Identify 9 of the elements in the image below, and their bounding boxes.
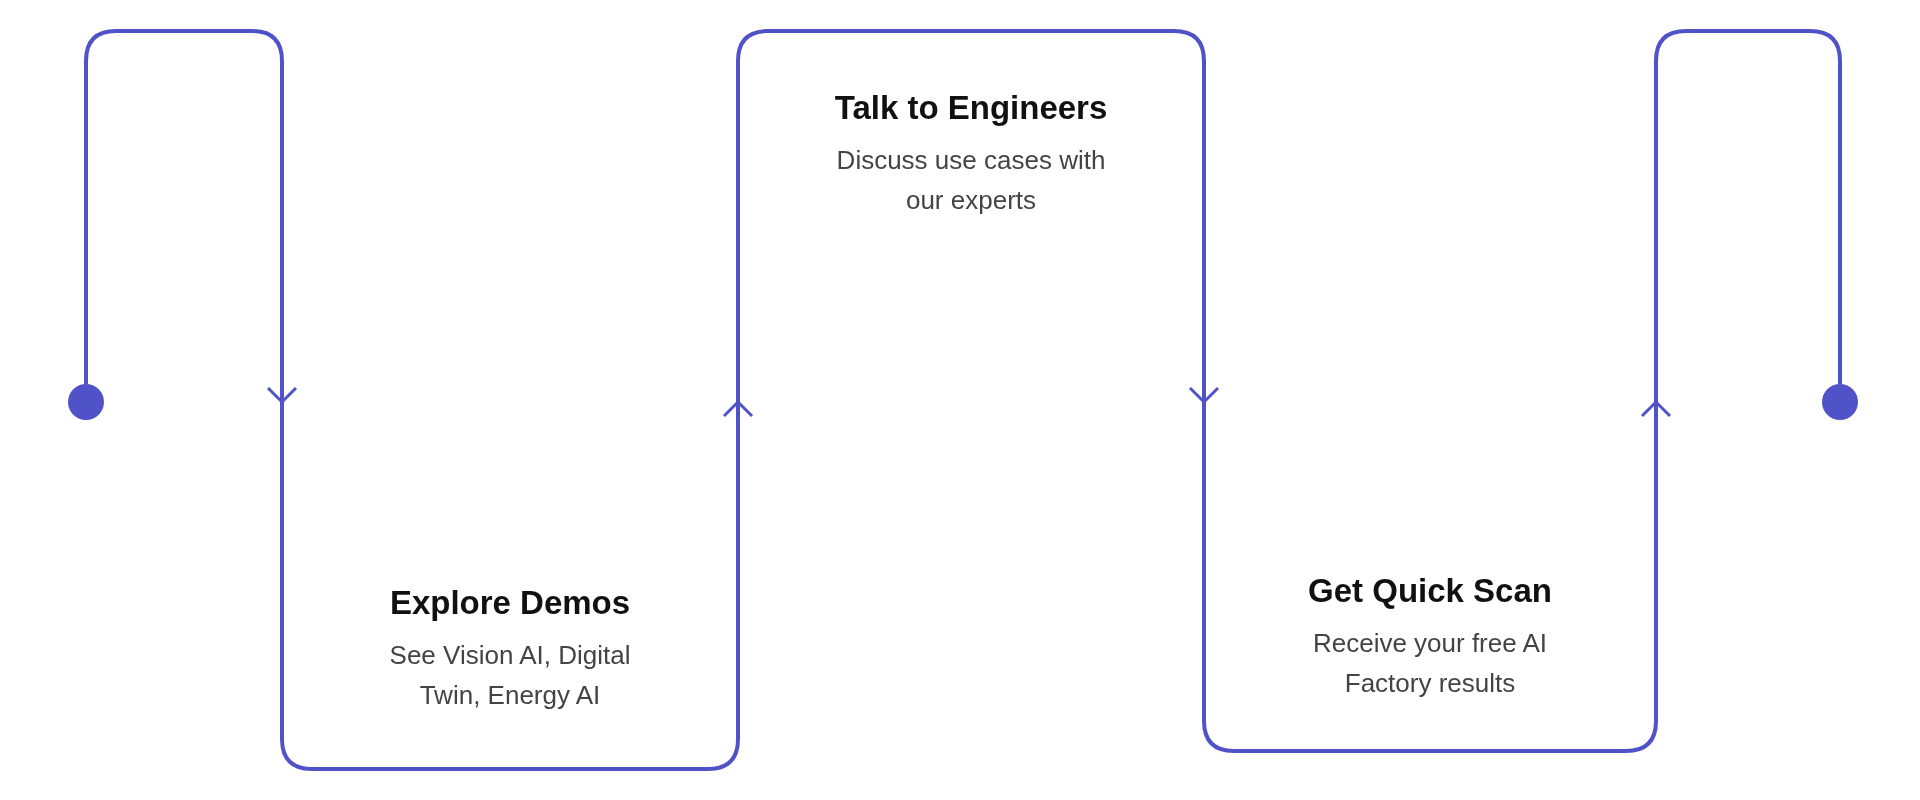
step-title: Talk to Engineers [834,88,1108,128]
step-description: See Vision AI, Digital Twin, Energy AI [388,639,632,713]
step-description: Receive your free AI Factory results [1311,627,1549,701]
step-panel [1204,490,1656,751]
step-title: Explore Demos [389,583,631,623]
step-description: Discuss use cases with our experts [835,144,1107,218]
step-panel [282,490,738,769]
step-title: Get Quick Scan [1308,571,1552,611]
step-panel [738,31,1204,310]
